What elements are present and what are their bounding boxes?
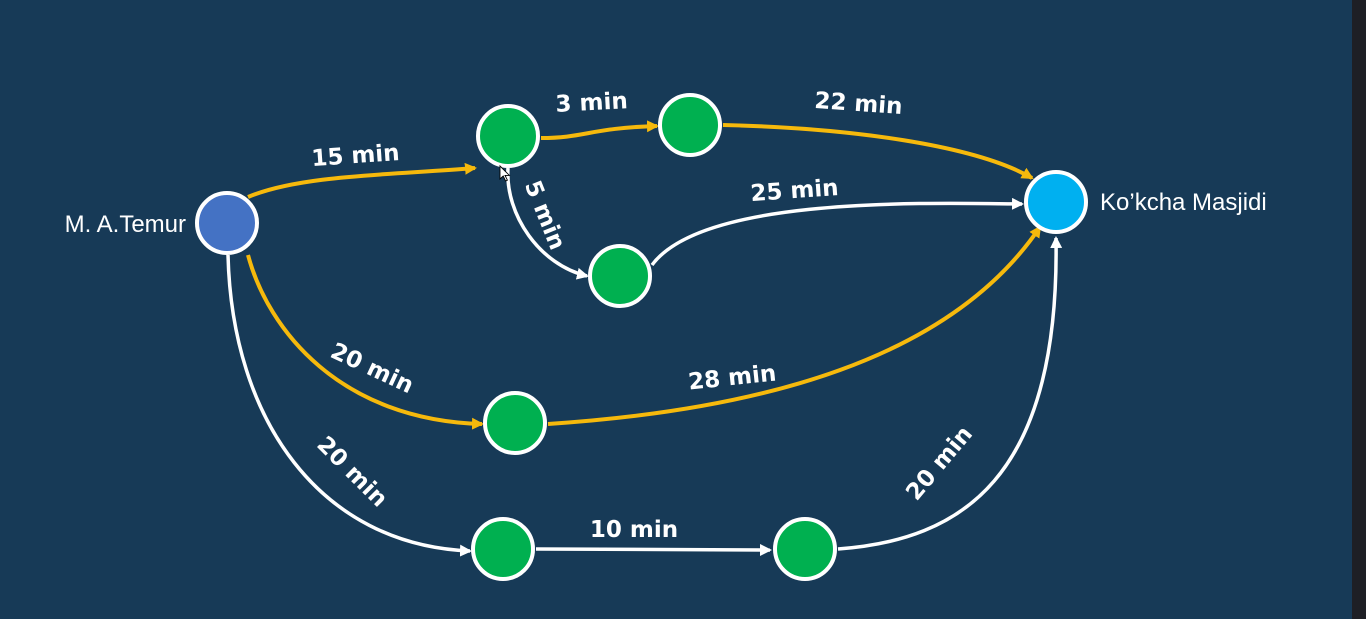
edge-f-to-end — [837, 236, 1063, 551]
window-edge — [1352, 0, 1366, 619]
edge-start-to-d — [246, 254, 484, 430]
mouse-pointer-icon — [499, 164, 511, 182]
edge-start-to-a — [247, 162, 477, 199]
edge-label-b-to-end: 22 min — [814, 88, 904, 120]
edge-label-e-to-f: 10 min — [590, 517, 678, 543]
edge-label-a-to-c: 5 min — [519, 177, 570, 254]
edge-d-to-end — [547, 225, 1042, 426]
edge-a-to-c — [506, 167, 589, 280]
end-node-label: Ko’kcha Masjidi — [1100, 189, 1267, 216]
start-node-label: M. A.Temur — [65, 211, 186, 238]
node-b — [658, 93, 722, 157]
edge-label-c-to-end: 25 min — [750, 175, 840, 207]
start-node — [195, 191, 259, 255]
edge-label-start-to-e: 20 min — [312, 432, 393, 513]
edge-label-a-to-b: 3 min — [555, 88, 628, 118]
edge-label-start-to-a: 15 min — [311, 140, 401, 172]
node-d — [483, 391, 547, 455]
edge-label-d-to-end: 28 min — [687, 360, 777, 395]
node-e — [471, 517, 535, 581]
edge-start-to-e — [226, 254, 472, 557]
edge-e-to-f — [535, 543, 772, 556]
node-c — [588, 244, 652, 308]
node-a — [476, 104, 540, 168]
edge-b-to-end — [722, 123, 1034, 180]
edge-label-start-to-d: 20 min — [326, 338, 417, 399]
edge-c-to-end — [650, 197, 1024, 267]
end-node — [1024, 170, 1088, 234]
edge-a-to-b — [540, 120, 659, 140]
edge-label-f-to-end: 20 min — [901, 421, 978, 505]
node-f — [773, 517, 837, 581]
